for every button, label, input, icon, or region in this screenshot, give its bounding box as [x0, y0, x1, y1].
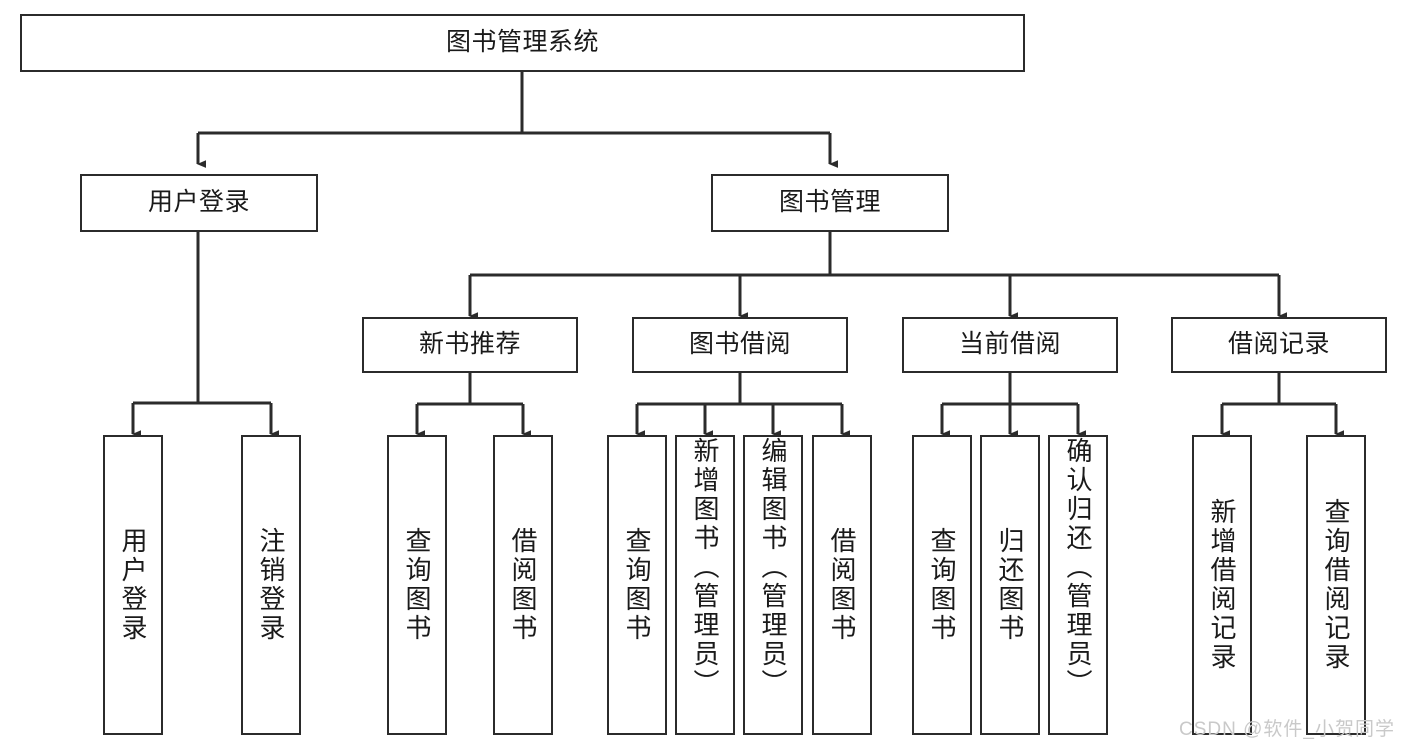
node-label: 当前借阅: [958, 330, 1061, 359]
node-label: 新书推荐: [418, 330, 521, 359]
node-borrow-record[interactable]: 借阅记录: [1171, 317, 1387, 373]
node-label: 新增图书（管理员）: [690, 437, 720, 698]
leaf-add-book-admin[interactable]: 新增图书（管理员）: [675, 435, 735, 735]
node-label: 查询图书: [927, 527, 957, 643]
node-user-login[interactable]: 用户登录: [80, 174, 318, 232]
node-root-system[interactable]: 图书管理系统: [20, 14, 1025, 72]
node-label: 图书管理: [778, 188, 881, 217]
node-new-book-recommend[interactable]: 新书推荐: [362, 317, 578, 373]
node-label: 用户登录: [118, 527, 148, 643]
node-label: 借阅图书: [508, 527, 538, 643]
node-label: 借阅记录: [1227, 330, 1330, 359]
leaf-query-borrow-record[interactable]: 查询借阅记录: [1306, 435, 1366, 735]
leaf-user-logout[interactable]: 注销登录: [241, 435, 301, 735]
node-label: 用户登录: [147, 188, 250, 217]
node-label: 借阅图书: [827, 527, 857, 643]
leaf-query-book-borrow[interactable]: 查询图书: [607, 435, 667, 735]
node-label: 查询借阅记录: [1321, 498, 1351, 672]
leaf-return-book[interactable]: 归还图书: [980, 435, 1040, 735]
node-book-borrow[interactable]: 图书借阅: [632, 317, 848, 373]
node-label: 图书管理系统: [445, 28, 599, 57]
node-label: 图书借阅: [688, 330, 791, 359]
leaf-borrow-book[interactable]: 借阅图书: [812, 435, 872, 735]
node-current-borrow[interactable]: 当前借阅: [902, 317, 1118, 373]
leaf-user-login[interactable]: 用户登录: [103, 435, 163, 735]
leaf-query-book-current[interactable]: 查询图书: [912, 435, 972, 735]
leaf-query-book-recommend[interactable]: 查询图书: [387, 435, 447, 735]
csdn-watermark: CSDN @软件_小贺同学: [1179, 719, 1395, 740]
node-label: 新增借阅记录: [1207, 498, 1237, 672]
node-label: 注销登录: [256, 527, 286, 643]
leaf-borrow-book-recommend[interactable]: 借阅图书: [493, 435, 553, 735]
node-label: 查询图书: [622, 527, 652, 643]
node-label: 确认归还（管理员）: [1063, 437, 1093, 698]
leaf-edit-book-admin[interactable]: 编辑图书（管理员）: [743, 435, 803, 735]
node-book-manage[interactable]: 图书管理: [711, 174, 949, 232]
leaf-confirm-return-admin[interactable]: 确认归还（管理员）: [1048, 435, 1108, 735]
node-label: 编辑图书（管理员）: [758, 437, 788, 698]
node-label: 归还图书: [995, 527, 1025, 643]
node-label: 查询图书: [402, 527, 432, 643]
leaf-add-borrow-record[interactable]: 新增借阅记录: [1192, 435, 1252, 735]
